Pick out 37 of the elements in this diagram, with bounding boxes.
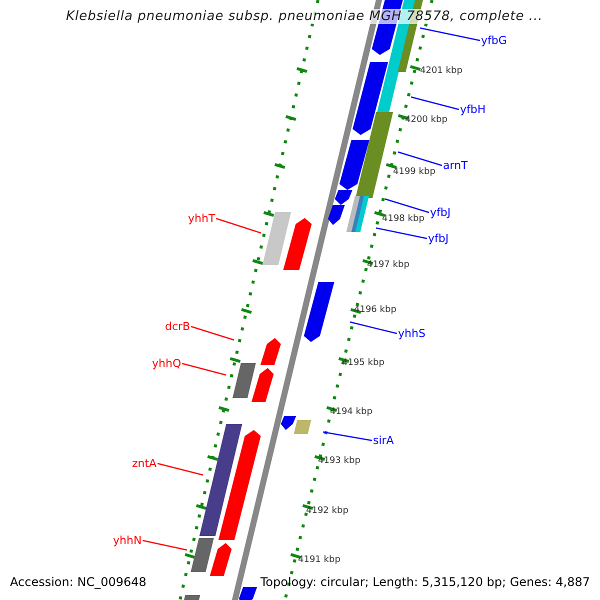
scale-label: 4201 kbp <box>420 67 462 76</box>
leader-line <box>142 540 188 551</box>
leader-line <box>182 362 226 376</box>
leader-line <box>322 431 372 442</box>
leader-line <box>410 96 460 110</box>
footer-text: Topology: circular; Length: 5,315,120 bp; Genes: 4,887 <box>260 576 590 588</box>
gene-label: yfbG <box>481 35 507 46</box>
scale-label: 4196 kbp <box>354 306 396 315</box>
gene-label: sirA <box>373 435 394 446</box>
gene-label: arnT <box>443 160 468 171</box>
leader-line <box>384 198 430 214</box>
leader-line <box>190 326 234 341</box>
gene-label: yhhQ <box>152 358 182 369</box>
scale-label: 4198 kbp <box>382 215 424 224</box>
gene-label: yfbJ <box>428 233 449 244</box>
gene-label: zntA <box>132 458 157 469</box>
leader-line <box>216 218 262 234</box>
gene-label: yhhT <box>188 213 216 224</box>
gene-label: yhhN <box>113 535 142 546</box>
scale-label: 4193 kbp <box>318 457 360 466</box>
scale-label: 4199 kbp <box>393 168 436 177</box>
footer-text: Accession: NC_009648 <box>10 576 146 588</box>
leader-line <box>398 151 442 166</box>
leader-line <box>420 27 480 42</box>
scale-label: 4197 kbp <box>367 261 410 270</box>
scale-label: 4191 kbp <box>298 556 340 565</box>
gene-label: yfbH <box>460 104 486 115</box>
gene-label: dcrB <box>165 321 190 332</box>
gene-label: yhhS <box>398 328 426 339</box>
leader-line <box>376 227 428 240</box>
scale-label: 4200 kbp <box>405 116 448 125</box>
leader-line <box>157 462 204 476</box>
scale-label: 4195 kbp <box>342 359 384 368</box>
leader-line <box>350 321 398 334</box>
gene-label: yfbJ <box>430 207 451 218</box>
scale-label: 4192 kbp <box>306 507 348 516</box>
scale-label: 4194 kbp <box>330 408 372 417</box>
